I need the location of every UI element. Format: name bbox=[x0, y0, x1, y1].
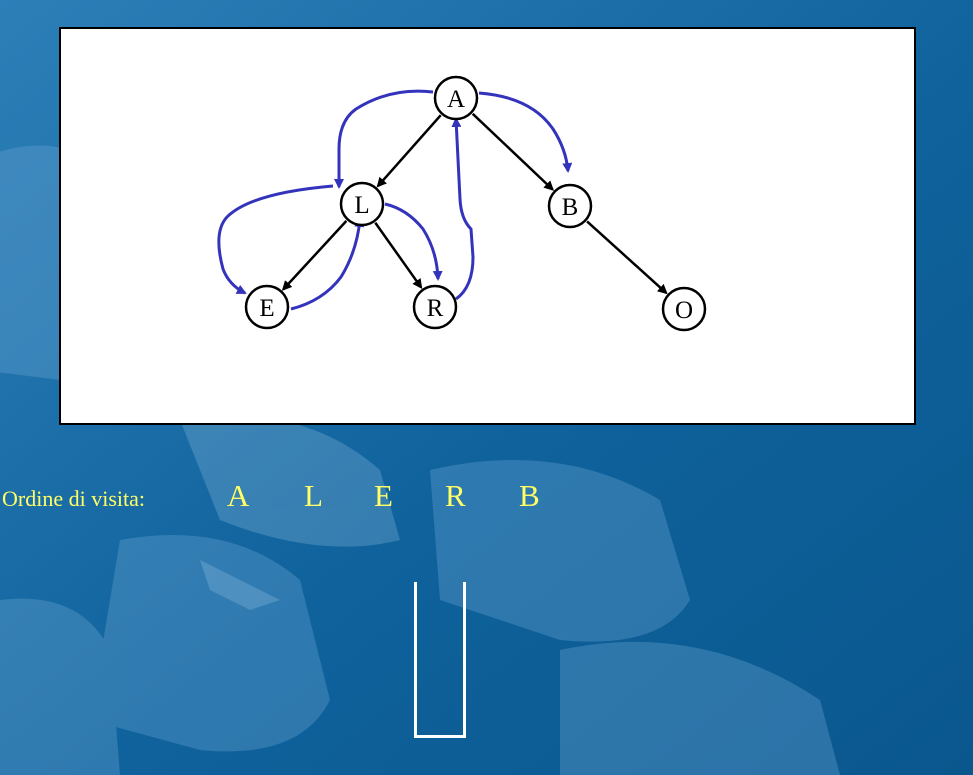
tree-node-R: R bbox=[412, 284, 458, 330]
tree-node-circle bbox=[547, 183, 593, 229]
traversal-arrow-E-to-L bbox=[290, 217, 365, 311]
traversal-arrow-R-to-A bbox=[451, 117, 475, 301]
tree-node-E: E bbox=[244, 284, 290, 330]
tree-edge-A-L bbox=[376, 114, 442, 188]
visit-item: L bbox=[304, 478, 323, 513]
tree-node-L: L bbox=[339, 181, 385, 227]
tree-diagram: A L B E R O bbox=[217, 75, 707, 332]
tree-edge-A-B bbox=[471, 112, 555, 191]
visit-item: A bbox=[227, 478, 250, 513]
visit-item: B bbox=[519, 478, 540, 513]
tree-node-label: B bbox=[562, 194, 579, 221]
tree-diagram-panel: A L B E R O bbox=[59, 27, 916, 425]
tree-node-O: O bbox=[661, 286, 707, 332]
tree-edge-L-E bbox=[281, 220, 348, 291]
tree-node-circle bbox=[433, 75, 479, 121]
stack-container bbox=[414, 582, 466, 738]
visit-item: R bbox=[445, 478, 466, 513]
tree-edges bbox=[281, 112, 668, 295]
tree-node-label: E bbox=[259, 295, 274, 322]
traversal-arrow-L-to-E bbox=[217, 184, 334, 295]
traversal-path bbox=[217, 89, 573, 311]
tree-node-circle bbox=[244, 284, 290, 330]
visit-order-label: Ordine di visita: bbox=[2, 486, 145, 511]
traversal-arrow-A-to-L bbox=[334, 89, 434, 189]
tree-edge-B-O bbox=[586, 220, 668, 295]
visit-item: E bbox=[374, 478, 393, 513]
tree-node-B: B bbox=[547, 183, 593, 229]
tree-node-circle bbox=[339, 181, 385, 227]
traversal-arrow-A-to-B bbox=[478, 91, 573, 173]
traversal-arrow-L-to-R bbox=[384, 202, 443, 281]
tree-node-circle bbox=[661, 286, 707, 332]
tree-node-label: L bbox=[354, 192, 369, 219]
tree-node-label: A bbox=[447, 86, 465, 113]
tree-node-label: O bbox=[675, 297, 693, 324]
tree-node-circle bbox=[412, 284, 458, 330]
tree-node-A: A bbox=[433, 75, 479, 121]
tree-edge-L-R bbox=[374, 222, 423, 290]
tree-nodes: A L B E R O bbox=[244, 75, 707, 332]
tree-node-label: R bbox=[427, 295, 444, 322]
